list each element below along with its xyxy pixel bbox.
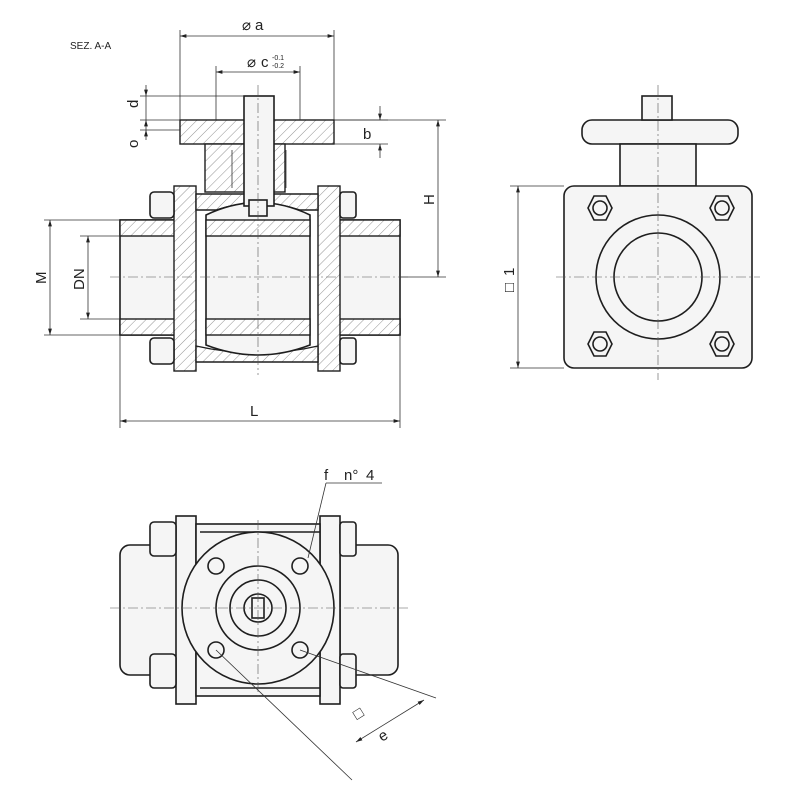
right-pipe-end	[329, 219, 401, 336]
dim-e-square-symbol: □	[350, 704, 367, 723]
bolt-nut-bottom-left	[149, 337, 175, 365]
mounting-hole-1	[207, 557, 225, 575]
hole-callout-count: 4	[366, 467, 374, 484]
dim-o-label: o	[125, 140, 142, 148]
top-bolt-bottom-left	[149, 653, 177, 689]
side-bolt-top-left	[587, 195, 613, 221]
side-stem	[641, 95, 673, 121]
dim-M-label: M	[33, 272, 50, 285]
dim-e-label: e	[375, 727, 391, 746]
mounting-hole-2	[291, 557, 309, 575]
left-pipe-end	[119, 219, 181, 336]
top-view: f n° 4 e □	[110, 467, 437, 781]
dim-d-label: d	[125, 100, 142, 108]
side-bolt-bottom-left	[587, 331, 613, 357]
mounting-hole-4	[291, 641, 309, 659]
dim-c-diameter-symbol: ⌀	[247, 54, 256, 71]
hole-callout-count-prefix: n°	[344, 467, 358, 484]
side-view: □ 1	[501, 85, 760, 380]
side-bolt-bottom-right	[709, 331, 735, 357]
dim-DN-label: DN	[71, 268, 88, 290]
bolt-nut-bottom-right	[339, 337, 357, 365]
mounting-hole-3	[207, 641, 225, 659]
dim-c-tol-upper: -0.1	[272, 55, 284, 62]
dim-b-label: b	[363, 126, 371, 143]
bolt-nut-top-right	[339, 191, 357, 219]
side-mounting-pad	[581, 119, 739, 145]
dim-square-symbol: □	[501, 283, 518, 292]
right-flange	[317, 185, 341, 372]
dim-c-tol-lower: -0.2	[272, 63, 284, 70]
top-bolt-top-left	[149, 521, 177, 557]
dim-a-label: a	[255, 17, 264, 34]
section-view: SEZ. A-A	[33, 17, 446, 428]
section-label: SEZ. A-A	[70, 41, 111, 52]
hole-callout-f: f	[324, 467, 329, 484]
dim-e	[355, 699, 425, 743]
top-bolt-bottom-right	[339, 653, 357, 689]
left-flange	[173, 185, 197, 372]
dim-c-label: c	[261, 54, 269, 71]
stem	[243, 95, 275, 207]
side-bolt-top-right	[709, 195, 735, 221]
top-bolt-top-right	[339, 521, 357, 557]
hole-callout-leader	[307, 482, 327, 559]
dim-square-label: 1	[501, 268, 518, 276]
bolt-nut-top-left	[149, 191, 175, 219]
dim-a-diameter-symbol: ⌀	[242, 17, 251, 34]
dim-L-label: L	[250, 403, 258, 420]
dim-H-label: H	[421, 194, 438, 205]
